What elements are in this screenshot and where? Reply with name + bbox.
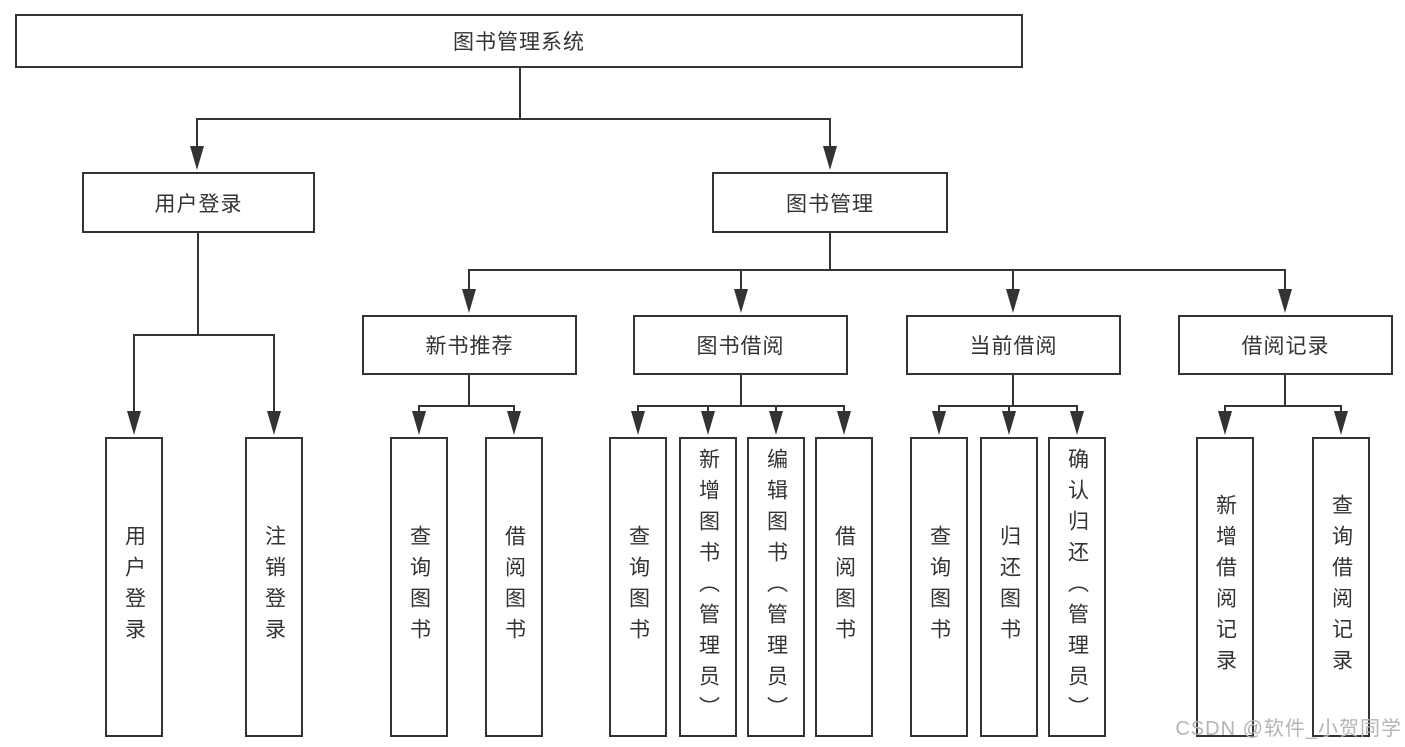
leaf-user-login: 用户登录 xyxy=(105,437,163,737)
leaf-label: 新增图书（管理员） xyxy=(696,447,720,727)
leaf-label: 编辑图书（管理员） xyxy=(764,447,788,727)
node-borrow-records: 借阅记录 xyxy=(1178,315,1393,375)
node-new-book-recommend: 新书推荐 xyxy=(362,315,577,375)
leaf-label: 查询图书 xyxy=(927,525,951,649)
leaf-label: 查询借阅记录 xyxy=(1329,494,1353,680)
leaf-newbook-query-books: 查询图书 xyxy=(390,437,448,737)
node-book-management: 图书管理 xyxy=(712,172,948,233)
leaf-label: 新增借阅记录 xyxy=(1213,494,1237,680)
leaf-label: 用户登录 xyxy=(122,525,146,649)
leaf-label: 借阅图书 xyxy=(502,525,526,649)
leaf-newbook-borrow-books: 借阅图书 xyxy=(485,437,543,737)
leaf-label: 注销登录 xyxy=(262,525,286,649)
leaf-borrow-query-books: 查询图书 xyxy=(609,437,667,737)
leaf-add-book-admin: 新增图书（管理员） xyxy=(679,437,737,737)
leaf-current-query-books: 查询图书 xyxy=(910,437,968,737)
leaf-return-books: 归还图书 xyxy=(980,437,1038,737)
leaf-label: 查询图书 xyxy=(626,525,650,649)
leaf-label: 借阅图书 xyxy=(832,525,856,649)
leaf-edit-book-admin: 编辑图书（管理员） xyxy=(747,437,805,737)
node-book-borrow: 图书借阅 xyxy=(633,315,848,375)
node-current-borrow: 当前借阅 xyxy=(906,315,1121,375)
leaf-label: 确认归还（管理员） xyxy=(1065,447,1089,727)
leaf-borrow-books: 借阅图书 xyxy=(815,437,873,737)
node-user-login: 用户登录 xyxy=(82,172,315,233)
leaf-label: 查询图书 xyxy=(407,525,431,649)
csdn-watermark: CSDN @软件_小贺同学 xyxy=(1175,718,1402,740)
leaf-query-borrow-record: 查询借阅记录 xyxy=(1312,437,1370,737)
node-root: 图书管理系统 xyxy=(15,14,1023,68)
leaf-confirm-return-admin: 确认归还（管理员） xyxy=(1048,437,1106,737)
leaf-label: 归还图书 xyxy=(997,525,1021,649)
leaf-logout: 注销登录 xyxy=(245,437,303,737)
leaf-add-borrow-record: 新增借阅记录 xyxy=(1196,437,1254,737)
